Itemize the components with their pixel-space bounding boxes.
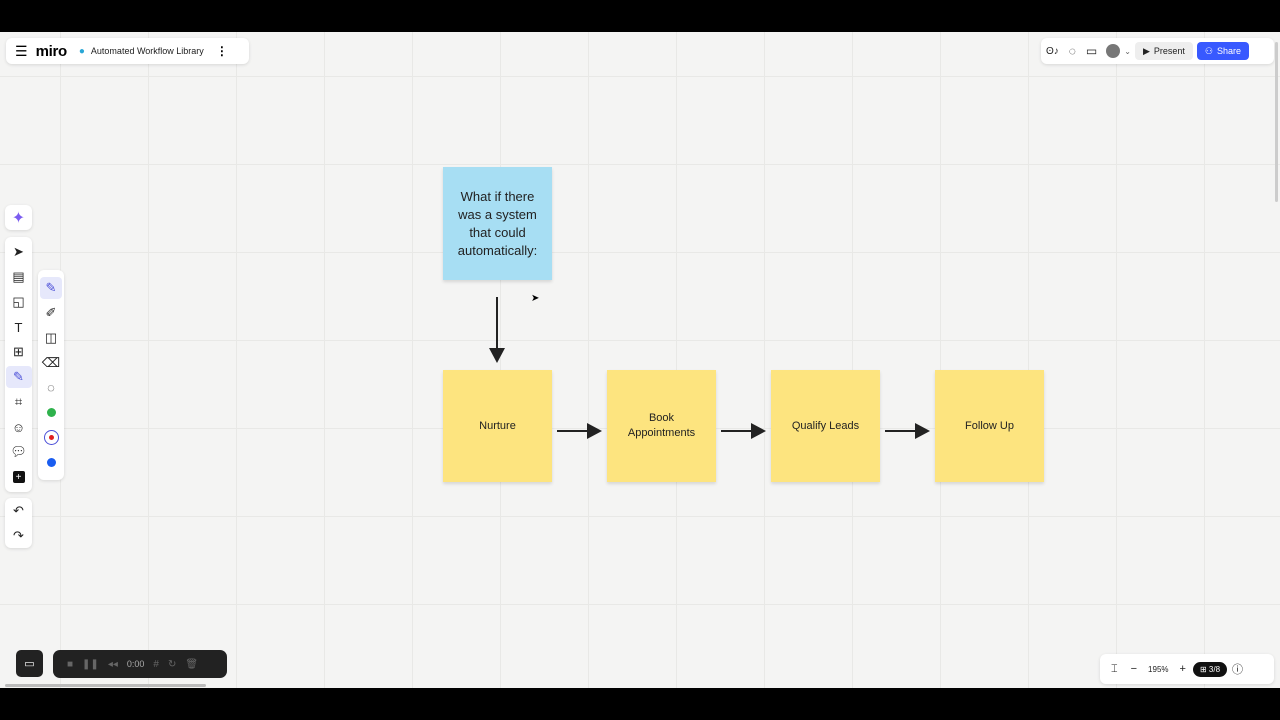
- zoom-in-button[interactable]: +: [1179, 663, 1186, 675]
- pages-button[interactable]: ⊞ 3/8: [1192, 661, 1228, 677]
- restart-icon[interactable]: ↻: [167, 658, 177, 670]
- redo-icon[interactable]: ↷: [13, 527, 24, 543]
- mouse-cursor: ➤: [531, 293, 540, 304]
- pen-icon[interactable]: ✎: [40, 276, 62, 299]
- sticky-note-tool[interactable]: ◱: [12, 294, 25, 309]
- trash-icon[interactable]: 🗑︎: [185, 658, 199, 670]
- grid-icon[interactable]: #: [153, 658, 159, 670]
- frame-tool[interactable]: ⌗: [14, 394, 23, 409]
- users-icon: ⚇: [1204, 45, 1213, 56]
- top-right-toolbar: ʘ♪ ◌ ▭ ⌄ ▶Present ⚇Share: [1041, 38, 1274, 64]
- main-toolbar: ➤ ▤ ◱ T ⊞ ✎ ⌗ ☺ 💬︎ +: [5, 237, 32, 492]
- eraser-icon[interactable]: ⌫: [41, 354, 61, 370]
- sticky-book-appointments[interactable]: Book Appointments: [607, 370, 716, 482]
- chat-icon[interactable]: ◌: [1068, 44, 1076, 58]
- recording-time: 0:00: [126, 659, 145, 669]
- board-icon: ●: [78, 45, 85, 57]
- color-red[interactable]: [38, 427, 64, 449]
- camera-icon: ▭: [24, 658, 35, 670]
- history-toolbar: ↶ ↷: [5, 498, 32, 548]
- avatar[interactable]: [1106, 44, 1121, 58]
- select-tool[interactable]: ➤: [13, 244, 24, 259]
- pause-icon[interactable]: ❚❚: [82, 658, 99, 670]
- zoom-level[interactable]: 195%: [1148, 664, 1169, 674]
- pen-options-toolbar: ✎ ✐ ◫ ⌫ ◌: [38, 270, 64, 480]
- lasso-icon[interactable]: ◌: [47, 380, 55, 395]
- arrowhead: [915, 423, 930, 439]
- board-header: ☰ miro ● Automated Workflow Library ⋮: [6, 38, 249, 64]
- present-button[interactable]: ▶Present: [1134, 42, 1193, 60]
- comment-tool[interactable]: 💬︎: [10, 444, 27, 459]
- horizontal-scrollbar[interactable]: [5, 684, 206, 687]
- more-tools[interactable]: +: [6, 466, 32, 488]
- undo-icon[interactable]: ↶: [13, 502, 24, 518]
- play-icon: ▶: [1142, 45, 1150, 56]
- menu-icon[interactable]: ☰: [15, 42, 28, 59]
- board-title[interactable]: Automated Workflow Library: [90, 46, 204, 56]
- more-options-icon[interactable]: ⋮: [215, 44, 228, 58]
- connectors: [489, 297, 930, 439]
- stickers-tool[interactable]: ☺: [11, 419, 26, 435]
- recorder-bar: ■ ❚❚ ◂◂ 0:00 # ↻ 🗑︎: [53, 650, 227, 678]
- sticky-qualify-leads[interactable]: Qualify Leads: [771, 370, 880, 482]
- sticky-nurture[interactable]: Nurture: [443, 370, 552, 482]
- help-icon[interactable]: ⓘ: [1232, 664, 1244, 676]
- video-icon[interactable]: ▭: [1085, 44, 1098, 58]
- miro-logo: miro: [35, 42, 68, 60]
- stop-icon[interactable]: ■: [67, 658, 74, 670]
- ai-assist-button[interactable]: ✦: [5, 205, 32, 230]
- arrowhead: [587, 423, 602, 439]
- vertical-scrollbar[interactable]: [1275, 42, 1278, 202]
- fit-icon[interactable]: ⌶: [1111, 662, 1118, 675]
- templates-tool[interactable]: ▤: [12, 269, 25, 284]
- question-sticky-note[interactable]: What if there was a system that could au…: [443, 167, 552, 280]
- shapes-tool[interactable]: ⊞: [13, 344, 24, 359]
- pen-tool[interactable]: ✎: [5, 366, 32, 388]
- sticky-follow-up[interactable]: Follow Up: [935, 370, 1044, 482]
- zoom-controls: ⌶ − 195% + ⊞ 3/8 ⓘ: [1100, 654, 1274, 684]
- share-button[interactable]: ⚇Share: [1196, 42, 1250, 60]
- arrowhead: [751, 423, 766, 439]
- camera-button[interactable]: ▭: [16, 650, 43, 677]
- highlighter-icon[interactable]: ✐: [45, 304, 57, 320]
- rewind-icon[interactable]: ◂◂: [107, 658, 118, 670]
- chevron-down-icon[interactable]: ⌄: [1124, 46, 1131, 56]
- color-green[interactable]: [38, 402, 64, 424]
- arrowhead: [489, 348, 505, 363]
- board-canvas[interactable]: ☰ miro ● Automated Workflow Library ⋮ ʘ♪…: [0, 32, 1280, 688]
- sparkle-icon: ✦: [11, 209, 26, 227]
- zoom-out-button[interactable]: −: [1130, 663, 1138, 675]
- reactions-icon[interactable]: ʘ♪: [1046, 45, 1059, 57]
- pages-icon: ⊞: [1199, 664, 1209, 674]
- text-tool[interactable]: T: [14, 319, 23, 335]
- color-blue[interactable]: [38, 452, 64, 474]
- shape-pen-icon[interactable]: ◫: [44, 329, 58, 345]
